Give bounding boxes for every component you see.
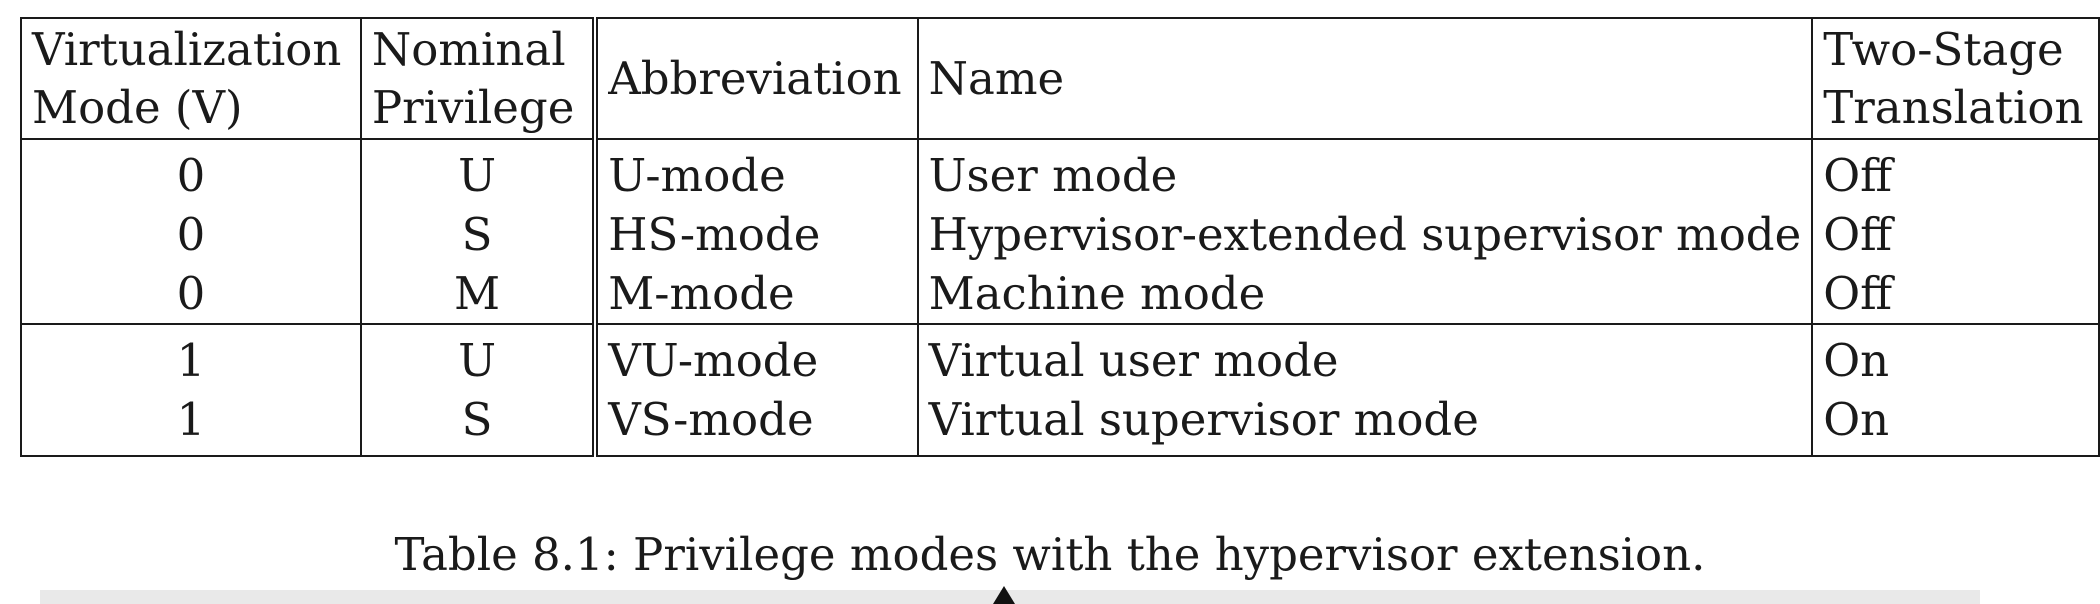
cell-virtualization-mode: 0 [20,205,361,264]
cell-nominal-privilege: M [359,264,596,324]
cell-virtualization-mode: 0 [20,264,361,324]
table-row: 0 U U-mode User mode Off [20,139,2100,205]
table-row: 0 S HS-mode Hypervisor-extended supervis… [20,205,2100,264]
cell-abbreviation: M-mode [592,264,918,324]
cell-name: User mode [916,139,1813,205]
cell-nominal-privilege: U [359,139,596,205]
cell-two-stage-translation: Off [1811,205,2100,264]
cell-abbreviation: U-mode [592,139,918,205]
header-abbreviation: Abbreviation [592,17,918,140]
privilege-modes-table: Virtualization Mode (V) Nominal Privileg… [20,17,2100,457]
table-caption: Table 8.1: Privilege modes with the hype… [394,528,1706,581]
cell-name: Machine mode [916,264,1813,324]
table-row: 1 S VS-mode Virtual supervisor mode On [20,390,2100,457]
cell-two-stage-translation: On [1811,323,2100,390]
header-two-stage-translation: Two-Stage Translation [1811,17,2100,140]
cell-nominal-privilege: S [359,390,596,457]
cell-nominal-privilege: U [359,323,596,390]
header-nominal-privilege: Nominal Privilege [359,17,596,140]
cell-virtualization-mode: 1 [20,323,361,390]
cursor-arrow-icon [993,586,1015,604]
header-virtualization-mode-line-1: Virtualization [32,22,342,76]
cell-two-stage-translation: On [1811,390,2100,457]
cell-two-stage-translation: Off [1811,264,2100,324]
table-row: 0 M M-mode Machine mode Off [20,264,2100,324]
cell-abbreviation: VU-mode [592,323,918,390]
cell-virtualization-mode: 0 [20,139,361,205]
header-two-stage-translation-line-2: Translation [1823,80,2084,134]
header-virtualization-mode: Virtualization Mode (V) [20,17,361,140]
header-name: Name [916,17,1813,140]
table-header-row: Virtualization Mode (V) Nominal Privileg… [20,17,2100,140]
cell-nominal-privilege: S [359,205,596,264]
cell-name: Virtual user mode [916,323,1813,390]
cell-name: Virtual supervisor mode [916,390,1813,457]
header-nominal-privilege-line-2: Privilege [371,80,575,134]
header-nominal-privilege-line-1: Nominal [371,22,566,76]
cell-virtualization-mode: 1 [20,390,361,457]
header-virtualization-mode-line-2: Mode (V) [32,80,243,134]
table-row: 1 U VU-mode Virtual user mode On [20,323,2100,390]
header-two-stage-translation-line-1: Two-Stage [1823,22,2064,76]
cell-two-stage-translation: Off [1811,139,2100,205]
cell-abbreviation: HS-mode [592,205,918,264]
cell-abbreviation: VS-mode [592,390,918,457]
cell-name: Hypervisor-extended supervisor mode [916,205,1813,264]
